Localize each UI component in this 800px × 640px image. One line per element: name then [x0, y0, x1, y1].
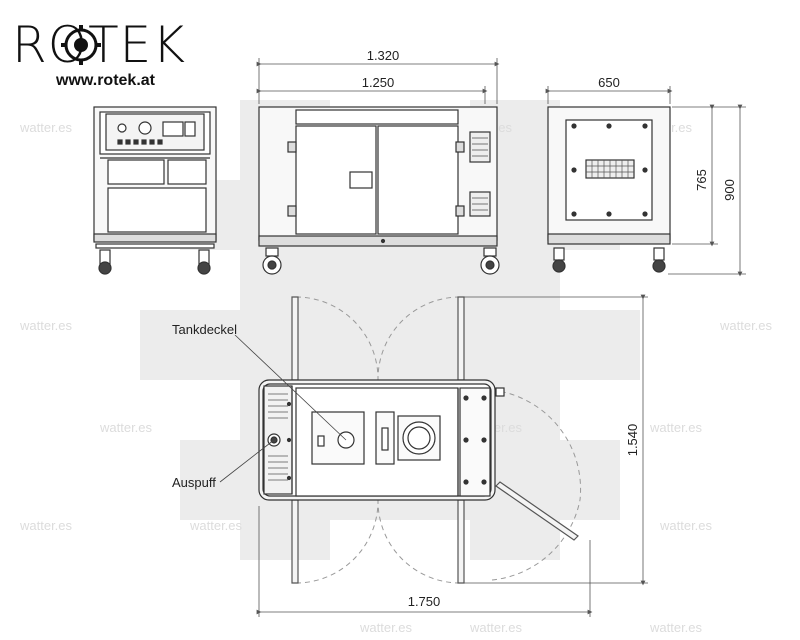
watermark-text: watter.es: [99, 420, 153, 435]
top-dimension-lines: [256, 294, 648, 617]
dim-side-height-body: 765: [694, 169, 709, 191]
front-dimension-lines: [256, 58, 500, 104]
watermark-text: watter.es: [19, 318, 73, 333]
dim-side-depth: 650: [598, 75, 620, 90]
watermark-text: watter.es: [719, 318, 773, 333]
watermark-text: watter.es: [189, 518, 243, 533]
watermark-text: watter.es: [659, 518, 713, 533]
watermark-text: watter.es: [19, 120, 73, 135]
dim-front-total-width: 1.320: [367, 48, 400, 63]
dim-top-depth: 1.540: [625, 424, 640, 457]
label-fuel-cap: Tankdeckel: [172, 322, 237, 337]
watermark-text: watter.es: [469, 620, 523, 635]
side-view-housing: [547, 106, 671, 273]
end-view-control-panel: [93, 106, 217, 275]
callout-lines: [219, 334, 347, 483]
top-view-housing: [258, 379, 505, 501]
logo-gear-icon: [61, 25, 101, 65]
watermark-text: watter.es: [19, 518, 73, 533]
dim-top-width: 1.750: [408, 594, 441, 609]
dim-side-height-total: 900: [722, 179, 737, 201]
dim-front-inner-width: 1.250: [362, 75, 395, 90]
watermark-text: watter.es: [649, 620, 703, 635]
watermark-text: watter.es: [649, 420, 703, 435]
brand-url: www.rotek.at: [56, 72, 155, 89]
label-exhaust: Auspuff: [172, 475, 216, 490]
watermark-text: watter.es: [359, 620, 413, 635]
door-swing-arcs: [295, 296, 582, 584]
front-view-housing: [258, 106, 500, 275]
side-dimension-lines: [545, 86, 746, 277]
